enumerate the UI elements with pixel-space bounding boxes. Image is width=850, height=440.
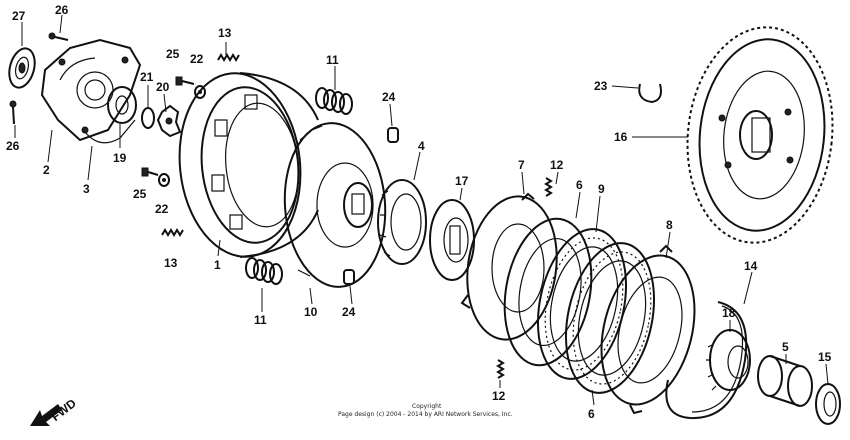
spring-12-top bbox=[544, 177, 553, 197]
label-p4: 4 bbox=[418, 139, 425, 153]
bearing-27 bbox=[8, 47, 36, 89]
label-p15: 15 bbox=[818, 350, 832, 364]
label-p26a: 26 bbox=[55, 3, 69, 17]
star-plate-20 bbox=[156, 104, 182, 138]
needle-bearing-5 bbox=[757, 355, 813, 407]
copyright-notice: Copyright Page design (c) 2004 - 2014 by… bbox=[338, 403, 513, 418]
label-p20: 20 bbox=[156, 80, 170, 94]
label-p2: 2 bbox=[43, 163, 50, 177]
label-p10: 10 bbox=[304, 305, 318, 319]
one-way-clutch-4 bbox=[377, 179, 427, 265]
bolt-25-bottom bbox=[141, 167, 159, 177]
label-p17: 17 bbox=[455, 174, 469, 188]
snap-ring-14 bbox=[665, 301, 748, 420]
label-p23: 23 bbox=[594, 79, 608, 93]
label-p16: 16 bbox=[614, 130, 628, 144]
label-p18: 18 bbox=[722, 306, 736, 320]
bolt-25-top bbox=[175, 76, 195, 86]
label-p14: 14 bbox=[744, 259, 758, 273]
washer-15 bbox=[815, 383, 841, 425]
label-p11a: 11 bbox=[326, 53, 339, 67]
label-p5: 5 bbox=[782, 340, 789, 354]
fwd-indicator: FWD bbox=[30, 396, 79, 426]
label-p19: 19 bbox=[113, 151, 127, 165]
screw-26-top bbox=[48, 32, 69, 41]
plate-3 bbox=[84, 119, 136, 144]
holder-plate-2 bbox=[40, 38, 142, 142]
friction-disc-6-a bbox=[503, 217, 593, 367]
label-p12b: 12 bbox=[492, 389, 506, 403]
spring-13-top bbox=[217, 53, 240, 62]
clip-23 bbox=[638, 83, 662, 104]
label-p27: 27 bbox=[12, 9, 26, 23]
label-p8: 8 bbox=[666, 218, 673, 232]
spring-13-bottom bbox=[161, 228, 184, 237]
pin-24-bottom bbox=[343, 269, 355, 285]
copyright-line1: Copyright bbox=[412, 403, 442, 410]
label-p3: 3 bbox=[83, 182, 90, 196]
label-p22a: 22 bbox=[190, 52, 204, 66]
copyright-line2: Page design (c) 2004 - 2014 by ARI Netwo… bbox=[338, 411, 513, 418]
label-p1: 1 bbox=[214, 258, 221, 272]
hub-19 bbox=[107, 86, 137, 124]
gear-18 bbox=[706, 329, 751, 391]
washer-22-bottom bbox=[158, 173, 170, 187]
label-p21: 21 bbox=[140, 70, 154, 84]
part-drawings bbox=[8, 26, 841, 425]
spring-12-bottom bbox=[496, 359, 505, 379]
label-p25b: 25 bbox=[133, 187, 147, 201]
label-p11b: 11 bbox=[254, 313, 267, 327]
label-p6a: 6 bbox=[576, 178, 583, 192]
clutch-outer-1 bbox=[178, 72, 319, 258]
pin-24-top bbox=[387, 127, 399, 143]
spring-11-bottom bbox=[245, 257, 283, 285]
spring-11-top bbox=[315, 87, 353, 115]
fwd-label: FWD bbox=[49, 396, 79, 424]
screw-26-bottom bbox=[9, 100, 17, 125]
fwd-arrow-icon bbox=[30, 404, 62, 426]
pressure-plate-7 bbox=[460, 192, 558, 341]
label-p13b: 13 bbox=[164, 256, 178, 270]
primary-gear-10 bbox=[283, 122, 387, 288]
leader-lines bbox=[14, 14, 829, 406]
label-p26b: 26 bbox=[6, 139, 20, 153]
label-p6b: 6 bbox=[588, 407, 595, 421]
label-p25a: 25 bbox=[166, 47, 180, 61]
label-p12a: 12 bbox=[550, 158, 564, 172]
end-plate-8 bbox=[600, 244, 696, 415]
driven-gear-16 bbox=[686, 26, 834, 244]
label-p22b: 22 bbox=[155, 202, 169, 216]
label-p7: 7 bbox=[518, 158, 525, 172]
clutch-plate-9 bbox=[536, 228, 628, 380]
friction-disc-6-b bbox=[564, 242, 656, 394]
part-labels: 27 26 26 2 3 19 21 20 25 22 13 25 22 13 … bbox=[6, 3, 832, 421]
label-p13a: 13 bbox=[218, 26, 232, 40]
ring-21 bbox=[141, 107, 155, 129]
label-p24b: 24 bbox=[342, 305, 356, 319]
label-p9: 9 bbox=[598, 182, 605, 196]
label-p24a: 24 bbox=[382, 90, 396, 104]
